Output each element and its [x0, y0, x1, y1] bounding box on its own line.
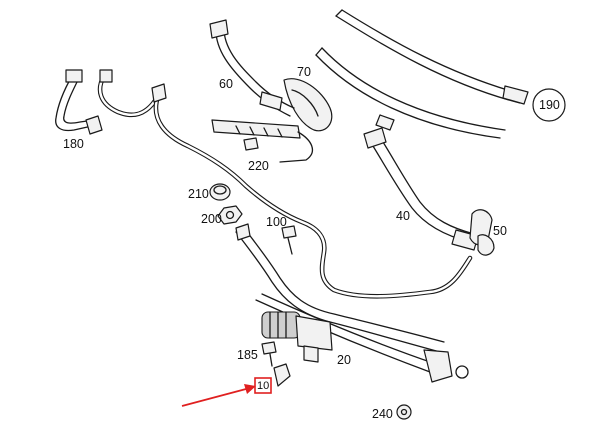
part-label-60[interactable]: 60 [219, 77, 233, 91]
wiper-motor[interactable] [261, 311, 333, 363]
nut-200[interactable] [217, 205, 243, 225]
highlight-arrow [181, 384, 256, 407]
part-label-70[interactable]: 70 [297, 65, 311, 79]
wiper-arm-40[interactable] [363, 127, 479, 251]
part-label-40[interactable]: 40 [396, 209, 410, 223]
bracket-clip-220[interactable] [211, 119, 314, 163]
grommet-210[interactable] [209, 183, 231, 201]
part-label-20[interactable]: 20 [337, 353, 351, 367]
part-label-190[interactable]: 190 [539, 98, 560, 112]
bolt-100[interactable] [281, 225, 297, 255]
part-label-100[interactable]: 100 [266, 215, 287, 229]
part-label-180[interactable]: 180 [63, 137, 84, 151]
bracket-10[interactable] [273, 363, 291, 387]
washer-240[interactable] [396, 404, 412, 420]
part-label-185[interactable]: 185 [237, 348, 258, 362]
part-label-220[interactable]: 220 [248, 159, 269, 173]
bracket-180[interactable] [55, 69, 103, 135]
part-label-200[interactable]: 200 [201, 212, 222, 226]
part-label-50[interactable]: 50 [493, 224, 507, 238]
circle-marker-190 [532, 88, 566, 122]
cover-plate-70[interactable] [283, 78, 333, 132]
washer-hose-assembly[interactable] [97, 69, 473, 299]
wiper-blade-lower[interactable] [315, 47, 506, 139]
wiper-linkage-20[interactable] [235, 223, 469, 383]
highlight-box-10 [254, 377, 272, 394]
part-label-10[interactable]: 10 [257, 380, 269, 392]
part-label-210[interactable]: 210 [188, 187, 209, 201]
wiper-arm-60[interactable] [209, 19, 295, 117]
cap-50[interactable] [469, 209, 495, 256]
wiper-blade-upper[interactable] [335, 9, 529, 105]
screw-185[interactable] [261, 341, 277, 367]
part-label-240[interactable]: 240 [372, 407, 393, 421]
